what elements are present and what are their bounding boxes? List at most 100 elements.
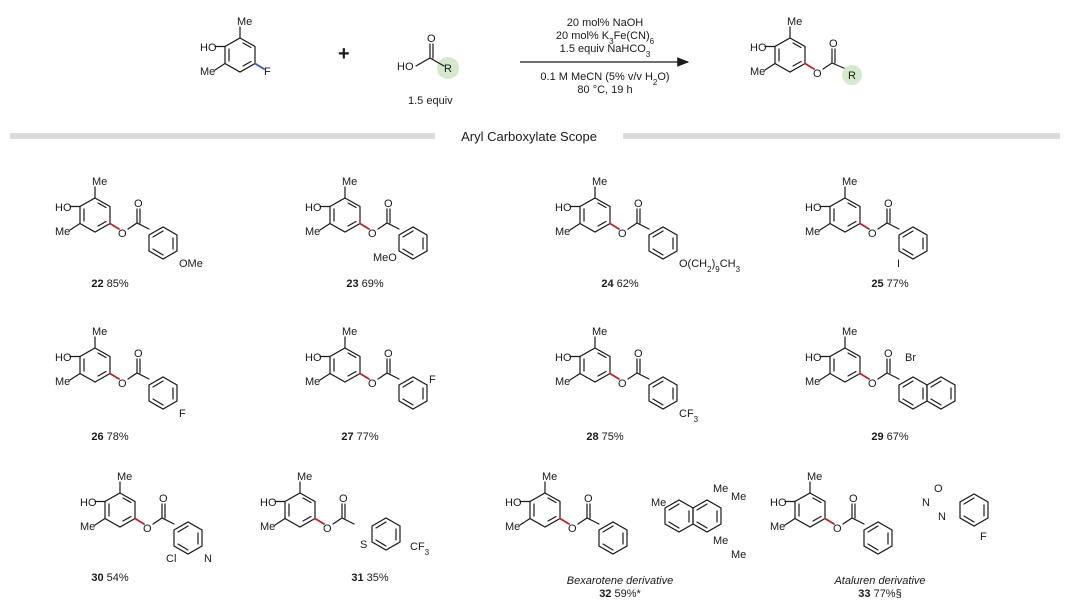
me-label: Me [713,483,728,495]
f-label: F [429,374,436,386]
ho-label: HO [505,497,522,509]
o-label: O [833,523,842,535]
condition-temp-time: 80 °C, 19 h [577,84,632,96]
compound-label: 26 78% [91,431,129,443]
ho-label: HO [55,202,72,214]
iodo-label: I [897,258,900,270]
me-label: Me [505,521,520,533]
compound-label: 33 77%§ [858,588,901,600]
product-aryl-ester: Me HO Me O O R [750,16,862,85]
o-label: O [568,523,577,535]
compound-label: 24 62% [601,278,639,290]
r-label: R [444,63,452,75]
me-label: Me [770,521,785,533]
me-label: Me [80,521,95,533]
compound-label: 30 54% [91,572,129,584]
compound-label: 31 35% [351,572,389,584]
n-label: N [922,497,930,509]
me-label: Me [592,176,607,188]
me-label: Me [342,326,357,338]
me-label: Me [731,491,746,503]
section-banner: Aryl Carboxylate Scope [10,129,1060,144]
me-label: Me [555,226,570,238]
me-label: Me [713,535,728,547]
ho-label: HO [200,42,217,54]
me-label: Me [842,326,857,338]
o-label: O [143,523,152,535]
o-label: O [159,493,168,505]
me-label: Me [555,376,570,388]
br-label: Br [905,352,916,364]
starting-material-aryl-fluoride: Me HO Me F [200,16,271,78]
n-label: N [938,511,946,523]
o-label: O [134,198,143,210]
n-label: N [204,553,212,565]
compound-label: 29 67% [871,431,909,443]
carboxylic-acid: HO O R 1.5 equiv [397,33,459,107]
cl-label: Cl [166,553,176,565]
ho-label: HO [750,42,767,54]
me-label: Me [200,66,215,78]
o-label: O [884,348,893,360]
cf3-label: CF3 [410,541,430,557]
ho-label: HO [555,202,572,214]
plus-sign: + [338,43,350,65]
o-label: O [118,378,127,390]
o-label: O [884,198,893,210]
o-label: O [368,228,377,240]
me-label: Me [92,326,107,338]
cf3-label: CF3 [679,408,699,424]
o-label: O [368,378,377,390]
compound-label: 25 77% [871,278,909,290]
me-label: Me [92,176,107,188]
o-label: O [868,228,877,240]
compound-label: 28 75% [586,431,624,443]
o-label: O [813,68,822,80]
me-label: Me [342,176,357,188]
reaction-scheme: Me HO Me F + HO O R 1.5 equiv 20 mol% Na… [200,16,862,107]
ho-label: HO [397,61,414,73]
me-label: Me [305,376,320,388]
me-label: Me [787,16,802,28]
ome-label: OMe [179,258,203,270]
o-label: O [934,483,943,495]
o-label: O [634,348,643,360]
condition-bicarbonate: 1.5 equiv NaHCO3 [560,43,651,59]
o-label: O [849,493,858,505]
compound-note: Ataluren derivative [833,575,925,587]
ho-label: HO [55,352,72,364]
me-label: Me [651,497,666,509]
o-label: O [118,228,127,240]
f-label: F [179,408,186,420]
me-label: Me [55,226,70,238]
o-label: O [323,523,332,535]
me-label: Me [805,376,820,388]
me-label: Me [842,176,857,188]
o-label: O [384,198,393,210]
o-label: O [584,493,593,505]
ho-label: HO [805,202,822,214]
ho-label: HO [260,497,277,509]
me-label: Me [55,376,70,388]
r-label: R [848,70,856,82]
o-label: O [427,33,436,45]
compound-label: 27 77% [341,431,379,443]
o-label: O [829,38,838,50]
me-label: Me [237,16,252,28]
me-label: Me [805,226,820,238]
section-title: Aryl Carboxylate Scope [461,129,597,144]
o-label: O [339,493,348,505]
o-label: O [868,378,877,390]
ho-label: HO [770,497,787,509]
